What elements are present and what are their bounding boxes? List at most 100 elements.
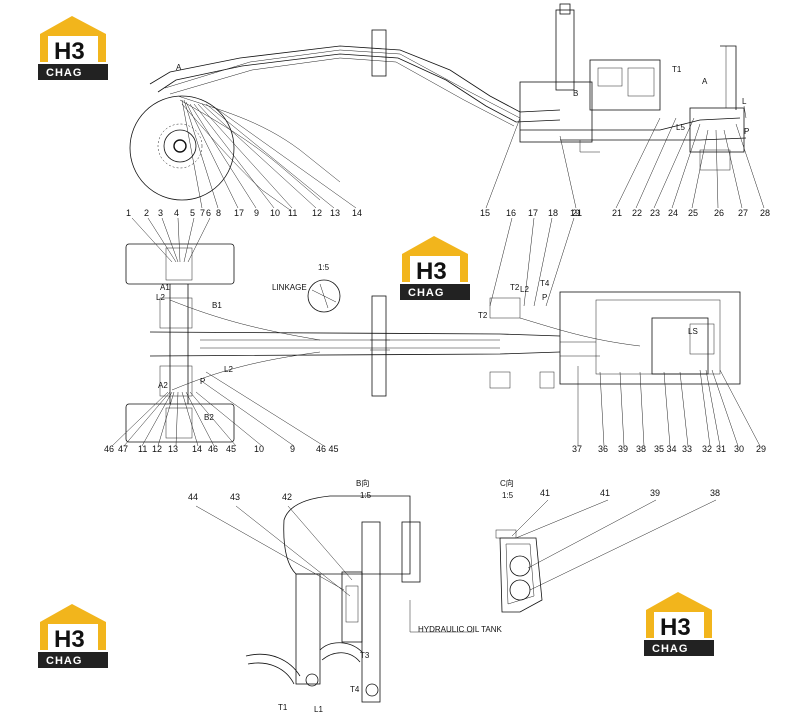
svg-text:39: 39: [618, 444, 628, 454]
linkage-scale: 1:5: [318, 263, 330, 272]
top-leaders-lower-left: [111, 371, 325, 447]
side-cylinder: [555, 9, 575, 91]
top-leaders-upper-right: [489, 217, 575, 307]
side-cab-block: [519, 81, 593, 143]
chag-logo-bottom-right: H3 CHAG: [644, 592, 714, 656]
side-pillar: [371, 29, 387, 77]
svg-text:13: 13: [168, 444, 178, 454]
svg-text:6: 6: [206, 208, 211, 218]
svg-text:43: 43: [230, 492, 240, 502]
svg-text:29: 29: [756, 444, 766, 454]
top-letter-ls: LS: [688, 327, 698, 336]
view-b: [195, 495, 474, 703]
svg-text:26: 26: [714, 208, 724, 218]
top-axle: [169, 284, 189, 404]
side-view: [129, 3, 765, 211]
top-letter-l2b: L2: [224, 365, 233, 374]
top-callout: 1: [126, 208, 131, 218]
svg-text:CHAG: CHAG: [408, 287, 444, 299]
svg-text:CHAG: CHAG: [652, 643, 688, 655]
side-leaders-left: [181, 99, 357, 209]
linkage-detail: [307, 279, 341, 313]
top-letter-b1: B1: [212, 301, 222, 310]
svg-text:14: 14: [192, 444, 202, 454]
top-letter-p: P: [200, 377, 205, 386]
svg-text:4: 4: [174, 208, 179, 218]
svg-text:11: 11: [288, 208, 297, 218]
view-b-title: B向: [356, 478, 369, 488]
svg-text:46 45: 46 45: [316, 444, 339, 454]
view-b-letter-t3: T3: [360, 651, 370, 660]
svg-text:28: 28: [760, 208, 770, 218]
svg-text:25: 25: [688, 208, 698, 218]
top-letter-t2: T2: [510, 283, 520, 292]
svg-text:32: 32: [702, 444, 712, 454]
side-letter-a: A: [176, 63, 182, 72]
svg-text:H3: H3: [416, 258, 447, 285]
view-b-leaders: [195, 505, 353, 597]
view-b-tank-outline: [283, 495, 411, 575]
svg-text:21: 21: [612, 208, 622, 218]
top-letter-p2: P: [542, 293, 547, 302]
logo-text: CHAG: [46, 67, 82, 79]
side-engine: [589, 59, 661, 111]
svg-text:19: 19: [570, 208, 580, 218]
view-c-title: C向: [500, 478, 514, 488]
side-boom-upper: [149, 45, 561, 113]
chag-logo-top-left: H3 CHAG: [38, 16, 108, 80]
svg-text:41: 41: [600, 488, 610, 498]
top-letter-b2: B2: [204, 413, 214, 422]
svg-text:12: 12: [152, 444, 162, 454]
side-letter-l5: L5: [676, 123, 685, 132]
svg-text:5: 5: [190, 208, 195, 218]
svg-text:42: 42: [282, 492, 292, 502]
view-b-filter: [341, 571, 363, 643]
svg-text:21: 21: [572, 208, 582, 218]
svg-text:36: 36: [598, 444, 608, 454]
side-letter-p: P: [744, 127, 749, 136]
chag-logo-bottom-left: H3 CHAG: [38, 604, 108, 668]
svg-text:18: 18: [548, 208, 558, 218]
linkage-label: LINKAGE: [272, 283, 307, 292]
svg-text:H3: H3: [660, 614, 691, 641]
view-c-callout: 41: [540, 488, 550, 498]
svg-text:17: 17: [528, 208, 538, 218]
svg-text:12: 12: [312, 208, 322, 218]
top-letter-t2b: T2: [478, 311, 488, 320]
svg-text:24: 24: [668, 208, 678, 218]
side-leaders-right: [485, 117, 765, 209]
view-b-callout: 44: [188, 492, 198, 502]
top-engine: [651, 317, 709, 375]
view-c-leaders: [511, 499, 717, 591]
top-letter-l2c: L2: [520, 285, 529, 294]
svg-text:46: 46: [208, 444, 218, 454]
side-letter-l: L: [742, 97, 747, 106]
svg-text:H3: H3: [54, 626, 85, 653]
svg-text:9: 9: [290, 444, 295, 454]
svg-text:10: 10: [254, 444, 264, 454]
svg-text:8: 8: [216, 208, 221, 218]
top-leaders-lower-right: [577, 366, 761, 447]
top-view: [111, 217, 761, 447]
svg-text:47: 47: [118, 444, 128, 454]
top-rear-frame: [559, 291, 741, 385]
svg-text:37: 37: [572, 444, 582, 454]
top-callout-lower: 46: [104, 444, 114, 454]
side-letter-b: B: [573, 89, 578, 98]
svg-text:38: 38: [710, 488, 720, 498]
svg-text:39: 39: [650, 488, 660, 498]
view-b-letter-t1: T1: [278, 703, 288, 712]
side-valve-block: [689, 107, 745, 153]
side-letter-t1: T1: [672, 65, 682, 74]
svg-text:13: 13: [330, 208, 340, 218]
svg-text:CHAG: CHAG: [46, 655, 82, 667]
view-c: [495, 499, 717, 613]
svg-text:38: 38: [636, 444, 646, 454]
side-callout: 7: [200, 208, 205, 218]
top-boom: [149, 331, 561, 357]
side-wheel-hub: [163, 129, 197, 163]
top-wheel-upper: [125, 243, 235, 285]
top-letter-a2: A2: [158, 381, 168, 390]
